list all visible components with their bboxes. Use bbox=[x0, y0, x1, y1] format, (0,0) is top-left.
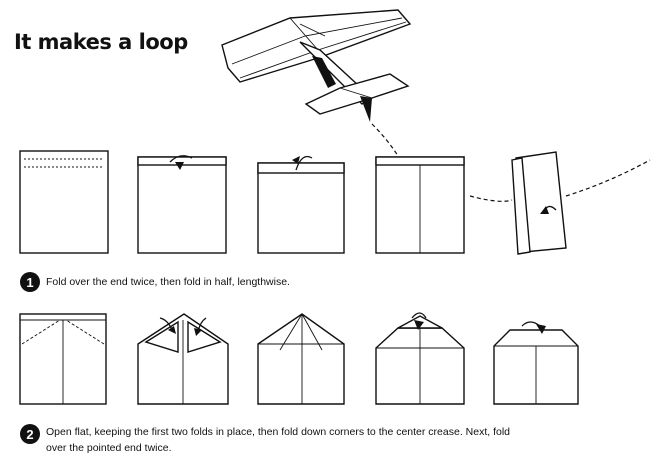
step2-diagram-2 bbox=[137, 313, 229, 405]
step1-diagram-1 bbox=[19, 150, 109, 254]
step-2-badge: 2 bbox=[20, 424, 40, 444]
step2-diagram-3 bbox=[257, 313, 345, 405]
step2-diagram-5 bbox=[493, 321, 579, 405]
step2-diagram-1 bbox=[19, 313, 107, 405]
step-2-text: Open flat, keeping the first two folds i… bbox=[46, 424, 646, 456]
step-2-text-line-1: Open flat, keeping the first two folds i… bbox=[46, 426, 511, 438]
step-2-text-line-2: over the pointed end twice. bbox=[46, 442, 172, 454]
step-1-text: Fold over the end twice, then fold in ha… bbox=[46, 276, 290, 288]
step1-diagram-3 bbox=[257, 155, 345, 254]
step1-diagram-5 bbox=[511, 151, 567, 255]
step2-diagram-4 bbox=[375, 312, 465, 405]
page-title: It makes a loop bbox=[14, 30, 188, 54]
finished-plane-illustration bbox=[221, 9, 651, 202]
step1-diagram-4 bbox=[375, 156, 465, 254]
step1-diagram-2 bbox=[137, 155, 227, 254]
step-1-badge: 1 bbox=[20, 272, 40, 292]
